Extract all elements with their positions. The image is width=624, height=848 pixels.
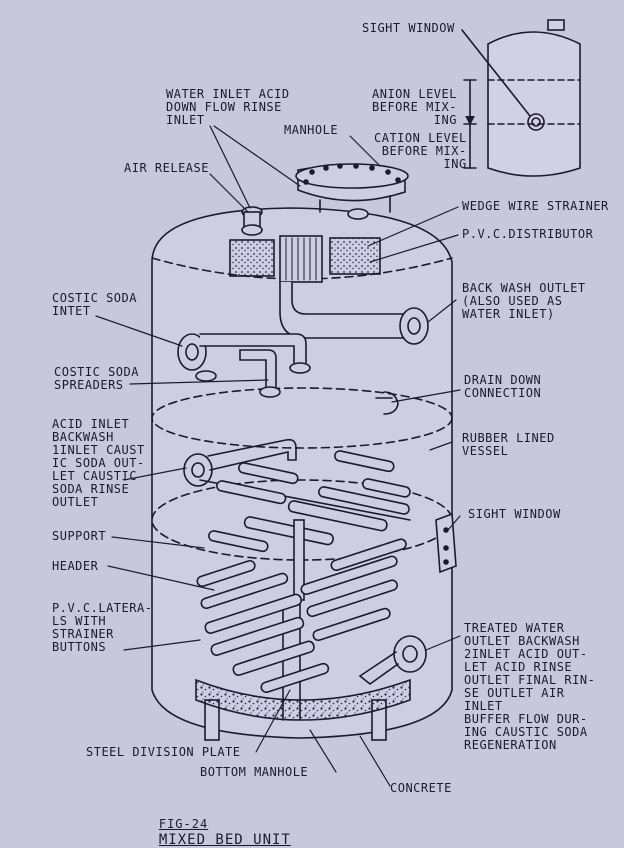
label-treated-water-outlet: TREATED WATER OUTLET BACKWASH 2INLET ACI…: [464, 621, 596, 752]
label-support: SUPPORT: [52, 529, 107, 543]
air-release-valve: [241, 206, 263, 236]
figure-caption: FIG-24 MIXED BED UNIT: [140, 800, 291, 848]
label-sight-window-side: SIGHT WINDOW: [468, 507, 561, 521]
label-sight-window-top: SIGHT WINDOW: [362, 21, 455, 35]
label-manhole: MANHOLE: [284, 123, 339, 137]
label-rubber-lined-vessel: RUBBER LINED VESSEL: [462, 431, 555, 458]
acid-inlet-nozzle: [183, 438, 297, 487]
label-header: HEADER: [52, 559, 99, 573]
back-wash-outlet-pipe: [279, 281, 429, 345]
label-drain-down-connection: DRAIN DOWN CONNECTION: [464, 373, 542, 400]
label-cation-level: CATION LEVEL BEFORE MIX- ING: [374, 131, 467, 171]
label-bottom-manhole: BOTTOM MANHOLE: [200, 765, 309, 779]
label-caustic-soda-spreaders: COSTIC SODA SPREADERS: [54, 365, 139, 392]
label-back-wash-outlet: BACK WASH OUTLET (ALSO USED AS WATER INL…: [462, 281, 586, 321]
side-sight-window: [435, 512, 457, 574]
treated-water-outlet: [358, 635, 427, 686]
label-pvc-laterals: P.V.C.LATERA- LS WITH STRAINER BUTTONS: [52, 601, 153, 654]
label-concrete: CONCRETE: [390, 781, 452, 795]
lower-laterals: [196, 538, 407, 694]
label-pvc-distributor: P.V.C.DISTRIBUTOR: [462, 227, 594, 241]
figure-title: MIXED BED UNIT: [158, 832, 291, 848]
drain-down-connection: [383, 391, 399, 415]
leader-sight-window-top: [461, 29, 531, 117]
label-steel-division-plate: STEEL DIVISION PLATE: [86, 745, 241, 759]
label-air-release: AIR RELEASE: [124, 161, 209, 175]
figure-number: FIG-24: [158, 817, 209, 831]
inset-vessel: [463, 19, 581, 177]
label-caustic-soda-inlet: COSTIC SODA INTET: [52, 291, 137, 318]
leader-lines: [95, 125, 461, 787]
upper-laterals: [199, 450, 411, 553]
label-acid-inlet: ACID INLET BACKWASH 1INLET CAUST IC SODA…: [52, 417, 145, 509]
top-manhole: [295, 163, 409, 220]
label-water-inlet: WATER INLET ACID DOWN FLOW RINSE INLET: [166, 87, 290, 127]
wedge-wire-strainer: [229, 235, 381, 283]
caustic-soda-inlet-pipe: [177, 333, 311, 398]
label-wedge-wire-strainer: WEDGE WIRE STRAINER: [462, 199, 609, 213]
label-anion-level: ANION LEVEL BEFORE MIX- ING: [372, 87, 457, 127]
